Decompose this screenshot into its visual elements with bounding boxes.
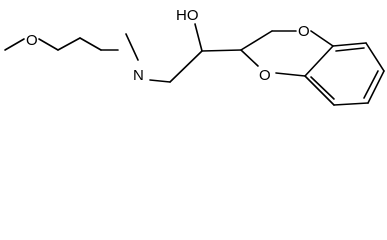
atom-methoxy-o: O: [26, 32, 38, 49]
atom-hydroxyl: HO: [176, 7, 199, 24]
bond-ring-o4-c4a: [310, 30, 334, 47]
bond-benz-c7-c8: [333, 102, 369, 106]
bond-benz-double-3: [310, 76, 335, 100]
chemical-structure: O N HO O O: [4, 7, 385, 106]
bond-n-ch2: [149, 79, 171, 83]
bond-methyl-o: [4, 38, 25, 51]
bond-c-oh: [194, 23, 203, 52]
bond-benz-c8-c8a: [304, 75, 335, 106]
bond-ring-c2-c3: [240, 30, 273, 51]
bond-n-methyl: [125, 33, 139, 61]
bond-ch2-choh: [169, 50, 203, 83]
atom-ring-o-upper: O: [298, 23, 310, 40]
bond-benz-c5-c6: [365, 42, 385, 72]
bond-benz-c4a-c5: [332, 42, 367, 47]
bond-benz-c6-c7: [367, 70, 385, 104]
bond-ring-c2-o1: [240, 49, 259, 67]
bond-benz-double-1: [335, 47, 365, 52]
atom-nitrogen: N: [133, 67, 144, 84]
bond-c2-c3: [79, 37, 102, 51]
atom-ring-o-lower: O: [259, 67, 271, 84]
bond-benz-double-2: [363, 70, 379, 99]
bond-o-c1: [38, 38, 59, 51]
bond-choh-ring: [201, 49, 242, 52]
bond-c1-c2: [57, 37, 81, 51]
bond-benz-c4a-c8a: [304, 45, 334, 77]
bond-ring-o1-c8a: [275, 72, 306, 77]
